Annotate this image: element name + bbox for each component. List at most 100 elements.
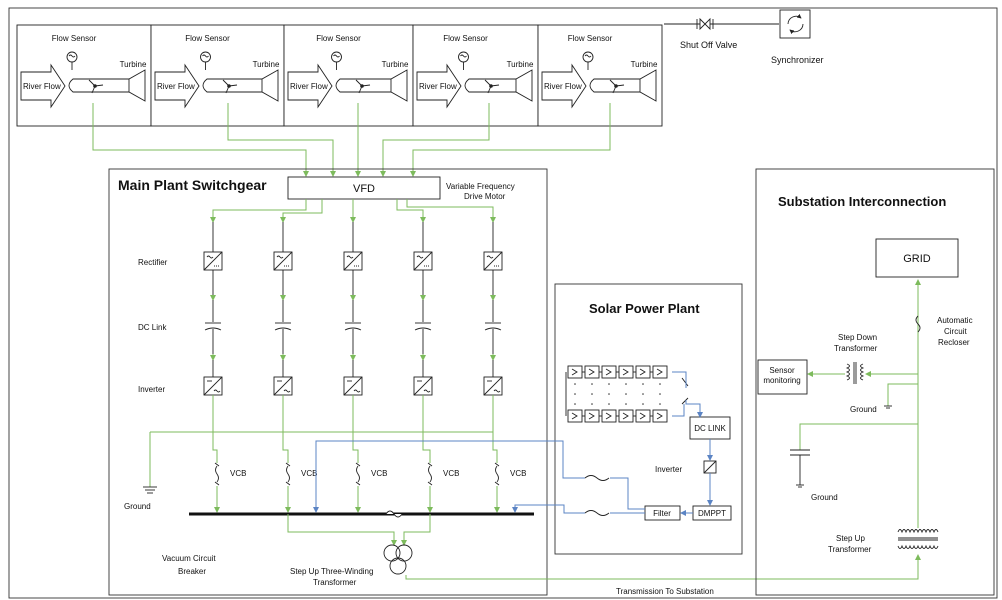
dc-link-capacitor-icon: [274, 322, 292, 331]
inverter-label: Inverter: [138, 385, 165, 394]
recloser-label-line2: Circuit: [944, 327, 967, 336]
converter-chain: VCB: [483, 222, 526, 513]
solar-panel-icon: [618, 365, 634, 379]
rectifier-label: Rectifier: [138, 258, 168, 267]
solar-panel-icon: [652, 409, 668, 423]
recloser-label-line1: Automatic: [937, 316, 973, 325]
transmission-line: [405, 554, 921, 580]
sensor-label-line1: Sensor: [769, 366, 795, 375]
transformer-label-line1: Step Up Three-Winding: [290, 567, 373, 576]
dc-link-capacitor-icon: [344, 322, 362, 331]
turbine-label: Turbine: [253, 60, 280, 69]
solar-panel-icon: [601, 409, 617, 423]
dmppt-label: DMPPT: [698, 509, 726, 518]
synchronizer-icon: [779, 9, 811, 39]
solar-panel-icon: [635, 409, 651, 423]
vfd-box: [287, 176, 441, 200]
step-up-transformer-icon: [897, 529, 939, 549]
river-flow-arrow-icon: [541, 63, 587, 109]
turbine-unit-box: [150, 24, 285, 127]
solar-panel-icon: [584, 365, 600, 379]
substation-ground-label-2: Ground: [811, 493, 838, 502]
river-flow-arrow-icon: [154, 63, 200, 109]
breaker-label-line1: Vacuum Circuit: [162, 554, 216, 563]
recloser-label-line3: Recloser: [938, 338, 970, 347]
flow-sensor-icon: [66, 51, 78, 70]
inverter-icon: [343, 376, 363, 396]
river-flow-label: River Flow: [290, 82, 328, 91]
river-flow-label: River Flow: [23, 82, 61, 91]
flow-sensor-icon: [331, 51, 342, 70]
solar-blue-lines: [313, 371, 713, 516]
turbine-icon: [464, 69, 533, 102]
substation-capacitor-ground: [790, 423, 918, 488]
river-flow-arrow-icon: [20, 63, 66, 109]
inverter-icon: [203, 376, 223, 396]
step-up-label-line2: Transformer: [828, 545, 872, 554]
transmission-label: Transmission To Substation: [616, 587, 714, 596]
vcb-label: VCB: [510, 469, 526, 478]
dc-link-label: DC Link: [138, 323, 167, 332]
vfd-label: VFD: [353, 183, 375, 195]
bus-to-transformer-lines: [287, 514, 431, 546]
river-flow-label: River Flow: [419, 82, 457, 91]
shut-off-valve: [664, 17, 779, 31]
converter-chain: VCB: [203, 222, 246, 513]
turbine-icon: [589, 69, 657, 102]
flow-sensor-label: Flow Sensor: [52, 34, 97, 43]
filter-label: Filter: [653, 509, 671, 518]
vcb-label: VCB: [301, 469, 317, 478]
flow-sensor-icon: [582, 51, 594, 70]
vfd-description-line2: Drive Motor: [464, 192, 506, 201]
transformer-label-line2: Transformer: [313, 578, 357, 587]
flow-sensor-label: Flow Sensor: [185, 34, 230, 43]
flow-sensor-icon: [200, 51, 211, 70]
vcb-breaker-icon: [214, 462, 220, 486]
main-ground-label: Ground: [124, 502, 151, 511]
inverter-icon: [273, 376, 293, 396]
outer-frame: [8, 7, 998, 599]
solar-panel-array: [565, 365, 689, 423]
inverter-icon: [413, 376, 433, 396]
converter-chain: VCB: [343, 222, 387, 513]
grid-label: GRID: [903, 253, 931, 265]
rectifier-icon: [203, 251, 223, 271]
sensor-monitoring-box: [757, 359, 808, 395]
river-flow-arrow-icon: [416, 63, 462, 109]
shut-off-valve-label: Shut Off Valve: [680, 40, 737, 50]
solar-title: Solar Power Plant: [589, 301, 700, 316]
solar-panel-icon: [635, 365, 651, 379]
inverter-icon: [483, 376, 503, 396]
substation-title: Substation Interconnection: [778, 194, 946, 209]
converter-chain: VCB: [413, 222, 459, 513]
substation-ground-1: [884, 383, 918, 409]
solar-inverter-icon: [703, 460, 717, 474]
grid-box: [875, 238, 959, 278]
rectifier-icon: [483, 251, 503, 271]
solar-power-plant-panel: [554, 283, 743, 555]
river-flow-arrow-icon: [287, 63, 333, 109]
river-flow-label: River Flow: [157, 82, 195, 91]
synchronizer-label: Synchronizer: [771, 55, 824, 65]
turbine-icon: [335, 69, 408, 102]
bus-coupler: [385, 510, 403, 518]
flow-sensor-label: Flow Sensor: [568, 34, 613, 43]
recloser-icon: [915, 315, 921, 333]
vcb-label: VCB: [443, 469, 459, 478]
rectifier-icon: [343, 251, 363, 271]
turbine-to-vfd-lines: [92, 103, 611, 177]
turbine-label: Turbine: [120, 60, 147, 69]
vcb-label: VCB: [230, 469, 246, 478]
vcb-breaker-icon: [427, 462, 433, 486]
dc-link-capacitor-icon: [414, 322, 432, 331]
three-winding-transformer-icon: [383, 544, 413, 575]
solar-panel-icon: [567, 409, 583, 423]
step-down-label-line1: Step Down: [838, 333, 877, 342]
vcb-breaker-icon: [285, 462, 291, 486]
vcb-label: VCB: [371, 469, 387, 478]
vcb-breaker-icon: [355, 462, 361, 486]
